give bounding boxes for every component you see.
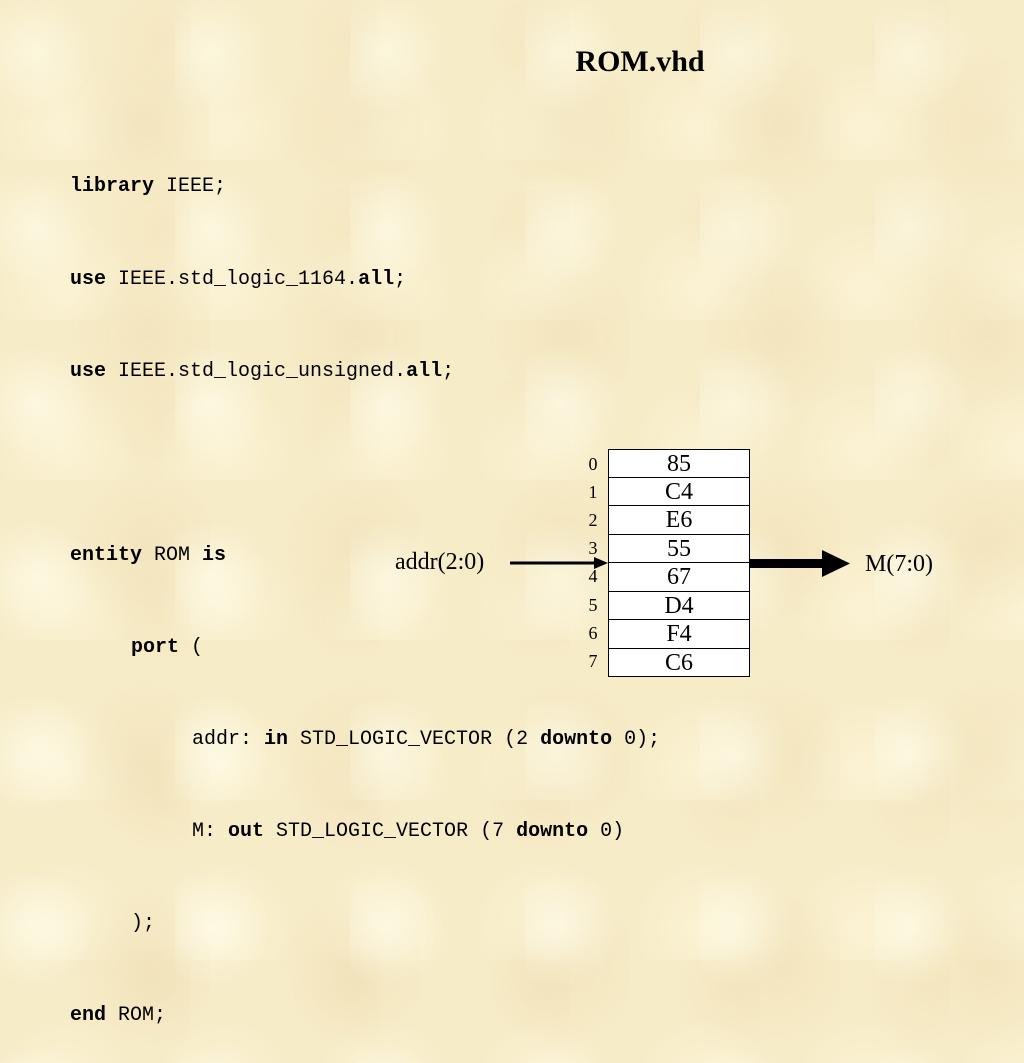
rom-cell: E6 bbox=[608, 506, 750, 535]
code-text: ); bbox=[131, 912, 156, 936]
code-text: addr: bbox=[192, 727, 265, 751]
rom-address-index: 5 bbox=[588, 595, 598, 615]
code-text: STD_LOGIC_VECTOR (7 bbox=[264, 820, 517, 844]
rom-address-index: 0 bbox=[588, 454, 598, 474]
code-line-entity: entity ROM is bbox=[70, 541, 660, 572]
keyword-downto: downto bbox=[516, 820, 589, 844]
output-signal-label: M(7:0) bbox=[865, 551, 933, 577]
code-text: IEEE; bbox=[154, 175, 227, 199]
rom-cell: C4 bbox=[608, 477, 750, 506]
rom-cell: C6 bbox=[608, 648, 750, 677]
code-text: ; bbox=[442, 359, 455, 383]
code-text: IEEE.std_logic_1164. bbox=[106, 267, 359, 291]
rom-cell: 67 bbox=[608, 563, 750, 592]
code-line-end: end ROM; bbox=[70, 1001, 660, 1032]
rom-table: 85 C4 E6 55 67 D4 F4 C6 bbox=[608, 449, 750, 677]
keyword-use: use bbox=[70, 359, 107, 383]
keyword-is: is bbox=[202, 543, 227, 567]
input-signal-label: addr(2:0) bbox=[395, 549, 485, 575]
rom-address-index: 3 bbox=[588, 538, 598, 558]
code-text: M: bbox=[192, 820, 229, 844]
code-line-use-1164: use IEEE.std_logic_1164.all; bbox=[70, 265, 660, 296]
code-line-m: M: out STD_LOGIC_VECTOR (7 downto 0) bbox=[70, 817, 660, 848]
keyword-out: out bbox=[228, 820, 265, 844]
code-line-library: library IEEE; bbox=[70, 172, 660, 203]
keyword-use: use bbox=[70, 267, 107, 291]
page-title: ROM.vhd bbox=[575, 45, 705, 78]
code-text: 0); bbox=[612, 727, 661, 751]
rom-cell: 85 bbox=[608, 449, 750, 478]
signal-arrows bbox=[510, 550, 850, 577]
keyword-library: library bbox=[70, 175, 155, 199]
code-text: 0) bbox=[588, 820, 625, 844]
code-line-port-close: ); bbox=[70, 909, 660, 940]
keyword-all: all bbox=[358, 267, 395, 291]
rom-cell: 55 bbox=[608, 534, 750, 563]
code-text: ROM; bbox=[106, 1004, 167, 1028]
code-text: IEEE.std_logic_unsigned. bbox=[106, 359, 407, 383]
rom-address-index: 1 bbox=[588, 482, 598, 502]
code-line-port: port ( bbox=[70, 633, 660, 664]
code-text: ROM bbox=[142, 543, 203, 567]
output-arrow-icon bbox=[750, 550, 850, 577]
keyword-port: port bbox=[131, 635, 180, 659]
keyword-in: in bbox=[264, 727, 289, 751]
keyword-entity: entity bbox=[70, 543, 143, 567]
rom-address-index: 6 bbox=[588, 623, 598, 643]
code-text: ; bbox=[394, 267, 407, 291]
keyword-end: end bbox=[70, 1004, 107, 1028]
code-text: ( bbox=[179, 635, 204, 659]
rom-address-index: 7 bbox=[588, 651, 598, 671]
input-arrow-icon bbox=[510, 557, 608, 569]
keyword-downto: downto bbox=[540, 727, 613, 751]
code-line-addr: addr: in STD_LOGIC_VECTOR (2 downto 0); bbox=[70, 725, 660, 756]
rom-cell: D4 bbox=[608, 591, 750, 620]
code-line-use-unsigned: use IEEE.std_logic_unsigned.all; bbox=[70, 357, 660, 388]
keyword-all: all bbox=[406, 359, 443, 383]
rom-cell: F4 bbox=[608, 620, 750, 649]
rom-address-index: 2 bbox=[588, 510, 598, 530]
code-text: STD_LOGIC_VECTOR (2 bbox=[288, 727, 541, 751]
rom-address-index: 4 bbox=[588, 566, 598, 586]
